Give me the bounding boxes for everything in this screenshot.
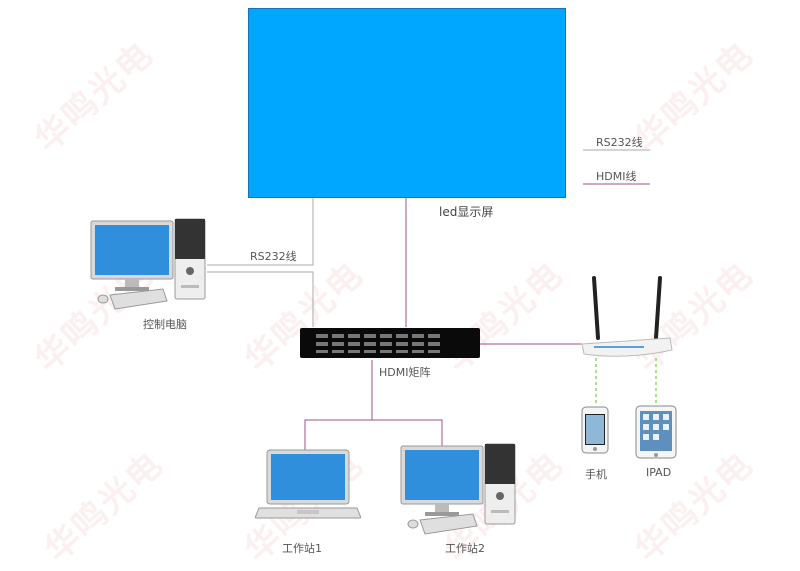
hdmi-line-workstations xyxy=(304,360,373,450)
legend-rs232-label: RS232线 xyxy=(596,136,643,149)
control-pc-label: 控制电脑 xyxy=(143,318,187,331)
rs232-line-matrix xyxy=(207,271,314,327)
phone-icon xyxy=(581,406,609,454)
rs232-line-screen xyxy=(207,196,314,266)
workstation2-label: 工作站2 xyxy=(445,542,485,555)
phone-label: 手机 xyxy=(585,468,607,481)
led-screen xyxy=(248,8,566,198)
hdmi-line-ws2 xyxy=(372,419,443,446)
control-pc-icon xyxy=(90,218,206,310)
ipad-label: IPAD xyxy=(646,466,672,479)
router-icon xyxy=(581,276,673,357)
workstation1-label: 工作站1 xyxy=(282,542,322,555)
legend-hdmi-label: HDMI线 xyxy=(596,170,637,183)
rs232-line-label: RS232线 xyxy=(250,250,297,263)
ipad-icon xyxy=(635,405,677,459)
hdmi-matrix-icon xyxy=(300,328,480,358)
workstation1-icon xyxy=(255,449,361,519)
hdmi-matrix-label: HDMI矩阵 xyxy=(379,366,431,379)
led-screen-label: led显示屏 xyxy=(439,205,494,219)
workstation2-icon xyxy=(400,443,516,535)
